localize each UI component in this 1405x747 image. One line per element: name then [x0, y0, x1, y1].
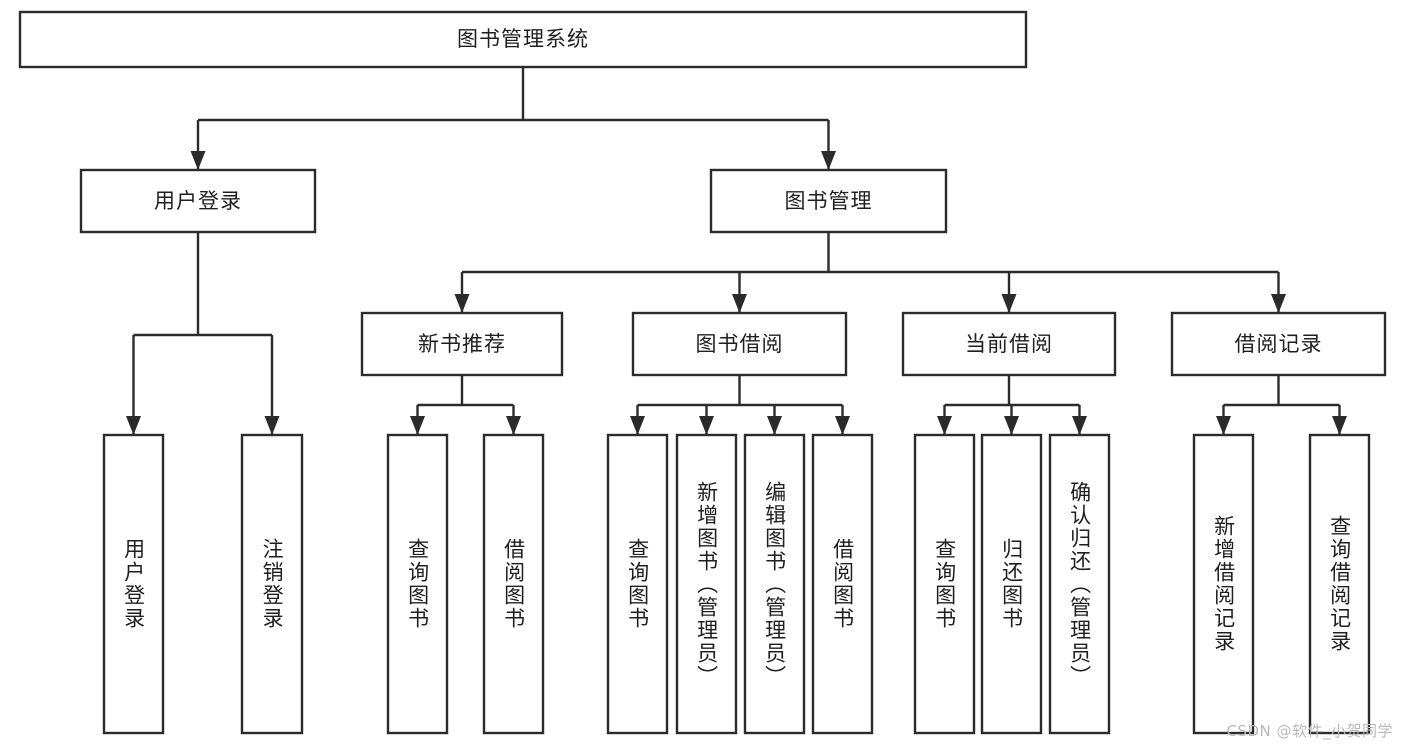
arrow-head-icon-current-borrow: [1001, 294, 1017, 313]
node-box-leaf-return-book[interactable]: [980, 433, 1043, 735]
arrow-head-icon-leaf-confirm-return-admin: [1072, 416, 1087, 435]
node-box-borrow-record[interactable]: [1170, 311, 1387, 377]
node-box-new-book-recommend[interactable]: [360, 311, 564, 377]
arrow-head-icon-leaf-user-login: [126, 416, 141, 435]
arrow-head-icon-new-book-recommend: [454, 294, 470, 313]
arrow-head-icon-book-borrow: [732, 294, 747, 313]
node-box-leaf-query-book-rec[interactable]: [386, 433, 449, 735]
node-box-leaf-add-borrow-record[interactable]: [1192, 433, 1255, 735]
arrow-head-icon-leaf-borrow-book-rec: [506, 416, 521, 435]
arrow-head-icon-user-login: [190, 151, 206, 170]
arrow-head-icon-leaf-user-logout: [264, 416, 280, 435]
csdn-watermark: CSDN @软件_小贺同学: [1226, 722, 1393, 740]
node-boxes: [18, 10, 1387, 735]
node-box-leaf-edit-book-admin[interactable]: [743, 433, 806, 735]
arrow-head-icon-leaf-query-book-rec: [410, 416, 425, 435]
arrow-head-icon-book-manage: [821, 151, 836, 170]
node-box-leaf-add-book-admin[interactable]: [675, 433, 738, 735]
node-box-leaf-user-logout[interactable]: [240, 433, 304, 735]
node-box-root[interactable]: [18, 10, 1028, 69]
arrow-head-icon-leaf-query-book-cur: [937, 416, 952, 435]
node-box-leaf-borrow-book-bor[interactable]: [811, 433, 874, 735]
arrow-head-icon-leaf-query-borrow-record: [1332, 416, 1347, 435]
node-box-current-borrow[interactable]: [901, 311, 1117, 377]
node-box-leaf-user-login[interactable]: [102, 433, 165, 735]
arrow-head-icon-leaf-return-book: [1004, 416, 1019, 435]
node-box-book-borrow[interactable]: [631, 311, 848, 377]
arrow-head-icon-leaf-borrow-book-bor: [835, 416, 850, 435]
arrow-head-icon-leaf-add-borrow-record: [1216, 416, 1231, 435]
connector-lines: [126, 67, 1347, 435]
node-box-leaf-borrow-book-rec[interactable]: [482, 433, 545, 735]
arrow-head-icon-leaf-edit-book-admin: [767, 416, 782, 435]
arrow-head-icon-leaf-query-book-bor: [630, 416, 645, 435]
node-box-leaf-query-borrow-record[interactable]: [1308, 433, 1371, 735]
arrow-head-icon-borrow-record: [1271, 294, 1286, 313]
node-box-leaf-query-book-cur[interactable]: [913, 433, 976, 735]
arrow-head-icon-leaf-add-book-admin: [699, 416, 714, 435]
node-box-leaf-confirm-return-admin[interactable]: [1048, 433, 1111, 735]
node-box-book-manage[interactable]: [709, 168, 948, 234]
node-box-leaf-query-book-bor[interactable]: [606, 433, 669, 735]
node-box-user-login[interactable]: [79, 168, 317, 234]
